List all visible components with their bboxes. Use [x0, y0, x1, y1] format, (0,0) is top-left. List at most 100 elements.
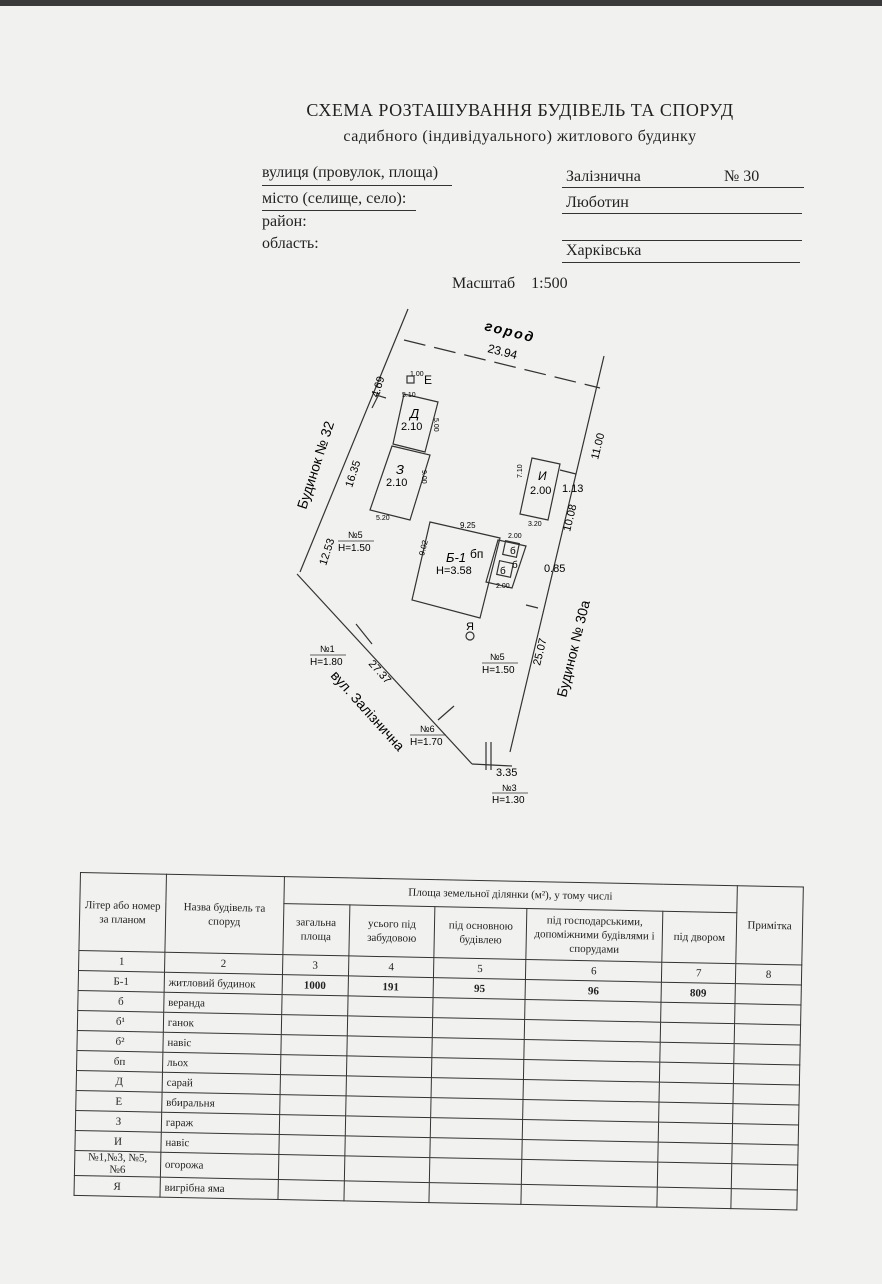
table-cell-note	[732, 1103, 799, 1125]
b-label: Б-1	[446, 550, 466, 565]
dim-1253: 12.53	[317, 537, 337, 567]
b-dim-200a: 2.00	[508, 533, 522, 540]
b-dim-902: 9.02	[417, 539, 430, 557]
col-header-name: Назва будівель та споруд	[164, 874, 285, 955]
table-cell-aux	[522, 1139, 659, 1163]
region-value: Харківська	[566, 242, 642, 259]
table-cell-aux	[523, 1059, 660, 1083]
fence-tick	[525, 604, 539, 609]
table-cell-built	[344, 1135, 431, 1158]
right-boundary-line	[509, 355, 605, 753]
table-cell-built	[343, 1155, 431, 1183]
col-num: 3	[282, 954, 349, 976]
table-cell-main	[431, 1057, 525, 1080]
table-cell-yard	[656, 1187, 732, 1209]
fence5a-height: Н=1.50	[338, 543, 371, 554]
table-cell-built: 191	[347, 975, 434, 998]
table-cell-total	[278, 1134, 345, 1156]
dim-1100: 11.00	[589, 432, 607, 461]
city-value-underline	[562, 213, 802, 214]
table-cell-built	[344, 1115, 432, 1138]
table-cell-built	[345, 1095, 432, 1118]
e-dim-510: 5.10	[402, 392, 416, 399]
annex-s1: б	[510, 545, 516, 557]
table-cell-main	[431, 1077, 524, 1100]
table-cell-main	[430, 1137, 523, 1160]
region-value-underline	[562, 262, 800, 263]
dim-469: 4.69	[369, 375, 387, 399]
table-cell-total	[279, 1094, 346, 1116]
region-label: область:	[262, 235, 319, 252]
street-label: вулиця (провулок, площа)	[262, 164, 439, 181]
district-label: район:	[262, 213, 307, 230]
neighbor-right-label: Будинок № 30а	[553, 598, 593, 698]
table-cell-aux	[522, 1099, 660, 1123]
outbuilding-d	[392, 393, 439, 453]
pit-label: Я	[466, 621, 474, 633]
fence5a-number: №5	[348, 530, 363, 540]
table-cell-yard	[658, 1102, 733, 1124]
table-cell-lit: И	[74, 1130, 162, 1153]
annex-box	[501, 539, 521, 559]
table-cell-aux	[521, 1184, 658, 1208]
house-number: № 30	[724, 168, 760, 185]
fence5b-number: №5	[490, 652, 505, 662]
table-cell-note	[732, 1123, 799, 1145]
table-cell-lit: б¹	[77, 1010, 164, 1033]
table-cell-total	[280, 1034, 347, 1056]
fence-tick	[437, 705, 455, 721]
table-cell-built	[347, 995, 434, 1018]
col-header-lit: Літер або номер за планом	[78, 872, 167, 953]
col-num: 4	[348, 955, 435, 978]
dimension-tick	[371, 391, 381, 409]
d-label: Д	[408, 406, 419, 421]
b-dim-200b: 2.00	[496, 583, 510, 590]
fence1-height: Н=1.80	[310, 657, 343, 668]
document-page	[0, 6, 882, 1284]
table-cell-aux	[522, 1119, 659, 1143]
z-dim-900: 9.00	[420, 470, 427, 484]
table-cell-yard	[659, 1062, 734, 1084]
table-cell-note	[732, 1083, 800, 1105]
table-cell-yard	[660, 1002, 735, 1024]
col-header-total: загальна площа	[282, 903, 350, 956]
i-dim-320: 3.20	[528, 521, 542, 528]
col-num: 5	[433, 957, 527, 980]
table-cell-main	[431, 1097, 524, 1120]
fence3-number: №3	[502, 783, 517, 793]
table-cell-lit: бп	[76, 1050, 163, 1073]
dim-085: 0.85	[544, 563, 565, 575]
table-cell-built	[346, 1015, 434, 1038]
house-annex	[485, 539, 527, 589]
table-cell-name: житловий будинок	[163, 972, 283, 995]
table-cell-name: ганок	[163, 1012, 282, 1035]
fence-tick	[559, 469, 577, 475]
table-cell-note	[734, 1023, 801, 1045]
table-cell-total	[277, 1179, 344, 1201]
annex-s2: б	[512, 559, 518, 571]
table-cell-name: огорожа	[160, 1152, 279, 1180]
left-boundary-line	[299, 308, 409, 573]
fence1-number: №1	[320, 644, 335, 654]
buildings-table-wrapper: Літер або номер за планом Назва будівель…	[72, 872, 804, 1266]
e-dim-100: 1.00	[410, 371, 424, 378]
table-cell-note	[730, 1188, 798, 1210]
table-cell-name: сарай	[161, 1072, 281, 1095]
table-cell-built	[346, 1055, 433, 1078]
z-label: З	[396, 462, 404, 477]
table-cell-aux	[524, 1039, 661, 1063]
table-cell-note	[733, 1043, 801, 1065]
e-label: Е	[424, 373, 432, 387]
dim-2507: 25.07	[531, 637, 549, 667]
col-header-main: під основною будівлею	[434, 906, 528, 960]
table-cell-lit: Д	[76, 1070, 163, 1093]
table-cell-total	[278, 1114, 346, 1136]
dim-335: 3.35	[496, 767, 517, 779]
table-cell-total	[280, 1054, 347, 1076]
table-cell-name: веранда	[163, 992, 282, 1015]
table-cell-main	[433, 997, 526, 1020]
table-cell-name: льох	[162, 1052, 281, 1075]
outbuilding-z	[369, 445, 431, 521]
col-header-aux: під господарськими, допоміжними будівлям…	[526, 908, 663, 963]
d-dim-500: 5.00	[432, 418, 439, 432]
